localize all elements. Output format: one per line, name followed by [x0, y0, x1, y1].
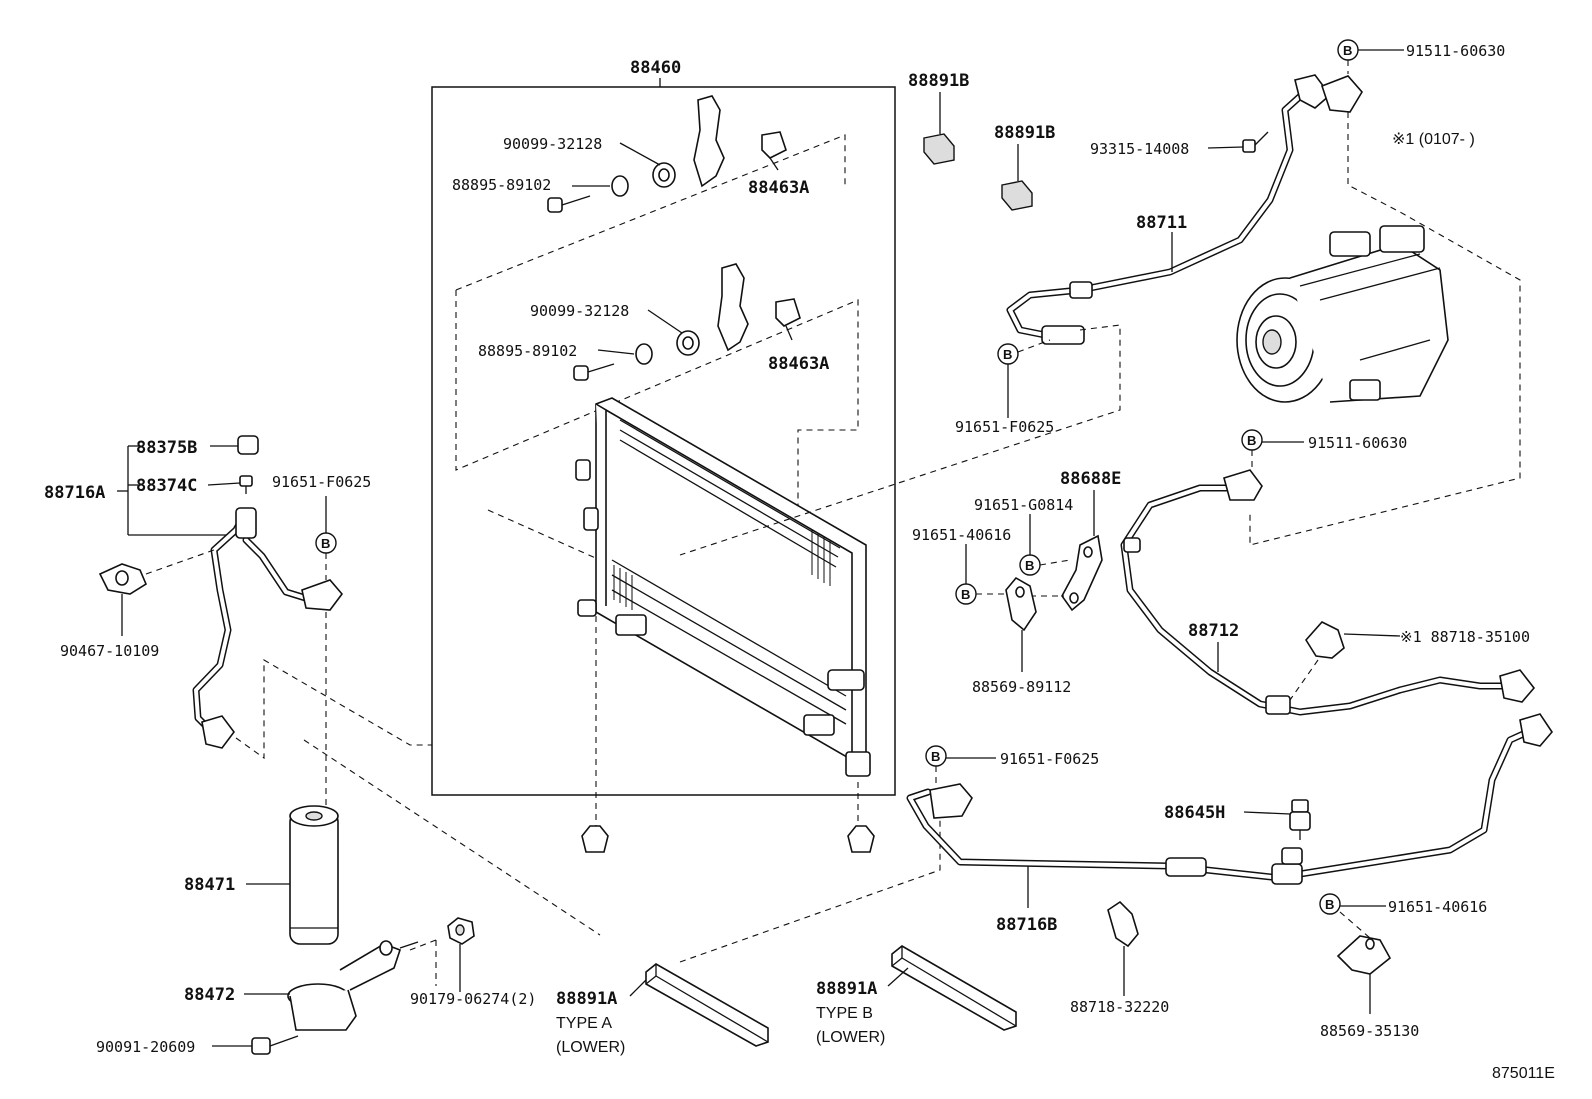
callout-90091-20609: 90091-20609	[96, 1038, 195, 1056]
callout-88716A: 88716A	[44, 483, 105, 503]
rubber-mount-left	[581, 825, 609, 853]
callout-88569-35130: 88569-35130	[1320, 1022, 1419, 1040]
bracket-88463A-lower	[717, 263, 801, 352]
hose-88711-fittings	[1041, 74, 1363, 345]
callout-88688E: 88688E	[1060, 469, 1121, 489]
b-marker-88711: B	[997, 343, 1019, 365]
callout-91651-F0625-b: 91651-F0625	[272, 473, 371, 491]
callout-90099-32128-a: 90099-32128	[503, 135, 602, 153]
cap-88375B	[237, 435, 259, 455]
b-marker-top: B	[1337, 39, 1359, 61]
b-marker-mid: B	[1241, 429, 1263, 451]
callout-90099-32128-b: 90099-32128	[530, 302, 629, 320]
callout-88711: 88711	[1136, 213, 1187, 233]
grommet-90099-upper	[652, 162, 676, 188]
callout-88718-32220: 88718-32220	[1070, 998, 1169, 1016]
bracket-88472	[287, 940, 419, 1031]
bolt-90091	[251, 1035, 299, 1055]
clamp-88718-32220	[1107, 900, 1139, 948]
bolt-93315	[1242, 131, 1269, 153]
hose-88712-fittings	[1123, 469, 1536, 715]
b-marker-40616-a: B	[955, 583, 977, 605]
callout-88471: 88471	[184, 875, 235, 895]
clamp-88718-35100	[1305, 621, 1345, 659]
compressor	[1236, 225, 1449, 403]
spacer-88891A-type-a	[645, 963, 769, 1047]
callout-88460: 88460	[630, 58, 681, 78]
callout-88895-89102-b: 88895-89102	[478, 342, 577, 360]
callout-91651-G0814: 91651-G0814	[974, 496, 1073, 514]
callout-88375B: 88375B	[136, 438, 197, 458]
b-marker-f0625-c: B	[925, 745, 947, 767]
svg-text:B: B	[321, 536, 330, 551]
svg-text:B: B	[1247, 433, 1256, 448]
svg-text:B: B	[931, 749, 940, 764]
callout-91651-F0625-c: 91651-F0625	[1000, 750, 1099, 768]
b-marker-40616-b: B	[1319, 893, 1341, 915]
figure-code: 875011E	[1492, 1065, 1555, 1082]
bracket-88463A-upper	[693, 95, 787, 188]
dashed-mount-lines	[595, 616, 859, 828]
label-type-b-lower: (LOWER)	[816, 1029, 885, 1046]
tube-88716A-fittings	[201, 507, 344, 749]
callout-91511-60630-top: 91511-60630	[1406, 42, 1505, 60]
clip-88891B-2	[1001, 180, 1033, 211]
receiver-dryer-88471	[289, 805, 339, 945]
callout-91511-60630-mid: 91511-60630	[1308, 434, 1407, 452]
svg-text:B: B	[961, 587, 970, 602]
condenser-assembly-frame	[431, 86, 896, 796]
clamp-88569-35130	[1336, 935, 1392, 975]
grommet-90099-lower	[676, 330, 700, 356]
callout-91651-40616-b: 91651-40616	[1388, 898, 1487, 916]
rubber-mount-right	[847, 825, 875, 853]
callout-88895-89102-a: 88895-89102	[452, 176, 551, 194]
callout-90467-10109: 90467-10109	[60, 642, 159, 660]
callout-88718-35100: ※1 88718-35100	[1400, 628, 1530, 646]
callout-88712: 88712	[1188, 621, 1239, 641]
callout-88891B-1: 88891B	[908, 71, 969, 91]
callout-88374C: 88374C	[136, 476, 197, 496]
nut-90179	[447, 917, 475, 945]
callout-93315-14008: 93315-14008	[1090, 140, 1189, 158]
b-marker-left: B	[315, 532, 337, 554]
label-type-a: TYPE A	[556, 1015, 612, 1032]
callout-88891A-b: 88891A	[816, 979, 877, 999]
label-type-a-lower: (LOWER)	[556, 1039, 625, 1056]
svg-text:B: B	[1343, 43, 1352, 58]
bolt-88895-lower	[573, 343, 653, 381]
callout-88472: 88472	[184, 985, 235, 1005]
core-88374C	[239, 475, 253, 494]
note-1-date: ※1 (0107- )	[1392, 131, 1475, 148]
callout-91651-F0625-a: 91651-F0625	[955, 418, 1054, 436]
svg-text:B: B	[1025, 558, 1034, 573]
b-marker-g0814: B	[1019, 554, 1041, 576]
callout-88569-89112: 88569-89112	[972, 678, 1071, 696]
clip-88891B-1	[923, 133, 955, 165]
callout-88463A-a: 88463A	[748, 178, 809, 198]
pressure-switch-88645H	[1289, 799, 1311, 840]
bolt-88895-upper	[547, 175, 629, 213]
svg-text:B: B	[1325, 897, 1334, 912]
svg-text:B: B	[1003, 347, 1012, 362]
callout-88463A-b: 88463A	[768, 354, 829, 374]
callout-91651-40616-a: 91651-40616	[912, 526, 1011, 544]
label-type-b: TYPE B	[816, 1005, 873, 1022]
bracket-88688E	[1061, 534, 1103, 612]
callout-88645H: 88645H	[1164, 803, 1225, 823]
callout-88716B: 88716B	[996, 915, 1057, 935]
tube-88716B-fittings	[929, 713, 1554, 885]
clamp-88569-89112	[1005, 576, 1037, 632]
bracket-90467	[98, 563, 148, 595]
callout-88891A-a: 88891A	[556, 989, 617, 1009]
callout-88891B-2: 88891B	[994, 123, 1055, 143]
spacer-88891A-type-b	[891, 945, 1017, 1031]
condenser-core	[575, 397, 871, 777]
callout-90179-06274: 90179-06274(2)	[410, 990, 536, 1008]
